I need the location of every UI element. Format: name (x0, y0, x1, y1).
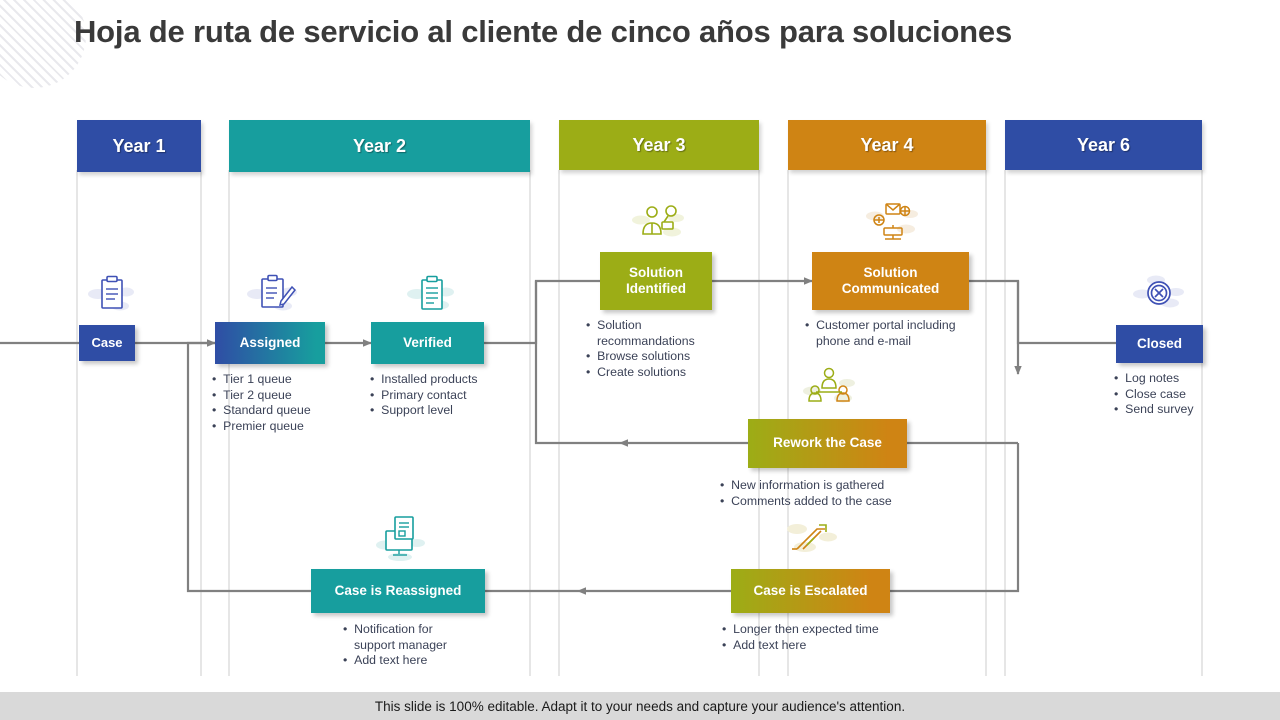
bullet-item: Log notes (1114, 371, 1244, 387)
bullet-item: Comments added to the case (720, 494, 950, 510)
bullet-item: Longer then expected time (722, 622, 942, 638)
bullet-item: Support level (370, 403, 510, 419)
bullet-item: Add text here (343, 653, 508, 669)
lane-header-year-2[interactable]: Year 2 (229, 120, 530, 172)
node-case-is-reassigned[interactable]: Case is Reassigned (311, 569, 485, 613)
lane-header-year-1[interactable]: Year 1 (77, 120, 201, 172)
node-label: Rework the Case (773, 435, 882, 451)
node-case[interactable]: Case (79, 325, 135, 361)
node-label: Case (91, 335, 123, 351)
meeting-table-icon (800, 365, 858, 411)
node-escalated-bullets: Longer then expected time Add text here (722, 622, 942, 653)
lane-header-label: Year 3 (632, 134, 686, 155)
node-label: Case is Escalated (753, 582, 868, 598)
node-case-is-escalated[interactable]: Case is Escalated (731, 569, 890, 613)
node-label: Case is Reassigned (334, 582, 462, 598)
lane-header-label: Year 1 (112, 135, 166, 156)
node-solution-identified-bullets: Solution recommandations Browse solution… (586, 318, 736, 381)
bullet-item: Create solutions (586, 365, 736, 381)
lane-header-year-4[interactable]: Year 4 (788, 120, 986, 170)
circle-x-icon (1130, 270, 1188, 318)
lane-header-label: Year 4 (860, 134, 914, 155)
clipboard-check-icon (402, 272, 458, 318)
bullet-item: Tier 1 queue (212, 372, 342, 388)
node-label: Solution Communicated (841, 264, 940, 296)
mail-network-icon (862, 198, 922, 246)
node-assigned[interactable]: Assigned (215, 322, 325, 364)
node-reassigned-bullets: Notification for support manager Add tex… (343, 622, 508, 669)
bullet-item: Installed products (370, 372, 510, 388)
node-verified[interactable]: Verified (371, 322, 484, 364)
bullet-item-continuation: recommandations (597, 333, 695, 348)
bullet-item: New information is gathered (720, 478, 950, 494)
bullet-item: Standard queue (212, 403, 342, 419)
bullet-item-continuation: phone and e-mail (816, 333, 912, 348)
page-title: Hoja de ruta de servicio al cliente de c… (74, 14, 1012, 49)
node-verified-bullets: Installed products Primary contact Suppo… (370, 372, 510, 419)
lane-header-label: Year 2 (352, 135, 407, 156)
monitor-document-icon (373, 513, 427, 561)
clipboard-list-icon (82, 272, 138, 318)
node-closed-bullets: Log notes Close case Send survey (1114, 371, 1244, 418)
bullet-item: Primary contact (370, 388, 510, 404)
lane-header-year-6[interactable]: Year 6 (1005, 120, 1202, 170)
node-closed[interactable]: Closed (1116, 325, 1203, 363)
agent-idea-icon (628, 200, 688, 246)
node-label: Assigned (239, 334, 301, 350)
node-assigned-bullets: Tier 1 queue Tier 2 queue Standard queue… (212, 372, 342, 435)
bullet-item: Send survey (1114, 402, 1244, 418)
bullet-item-continuation: support manager (354, 637, 447, 652)
bullet-item: Customer portal including (805, 318, 995, 334)
node-solution-communicated-bullets: Customer portal including phone and e-ma… (805, 318, 995, 349)
node-label: Closed (1136, 335, 1182, 351)
bullet-item: Close case (1114, 387, 1244, 403)
node-rework-bullets: New information is gathered Comments add… (720, 478, 950, 509)
bullet-item: Browse solutions (586, 349, 736, 365)
node-rework-the-case[interactable]: Rework the Case (748, 419, 907, 468)
bullet-item: Add text here (722, 638, 942, 654)
clipboard-pen-icon (243, 270, 301, 318)
bullet-item: Notification for (343, 622, 508, 638)
lane-header-year-3[interactable]: Year 3 (559, 120, 759, 170)
footer-note: This slide is 100% editable. Adapt it to… (0, 692, 1280, 720)
bullet-item: Solution (586, 318, 736, 334)
escalator-icon (783, 515, 839, 559)
node-solution-identified[interactable]: Solution Identified (600, 252, 712, 310)
bullet-item: Premier queue (212, 419, 342, 435)
node-label: Verified (403, 334, 452, 350)
node-solution-communicated[interactable]: Solution Communicated (812, 252, 969, 310)
lane-header-label: Year 6 (1076, 134, 1131, 155)
bullet-item: Tier 2 queue (212, 388, 342, 404)
node-label: Solution Identified (626, 264, 686, 296)
